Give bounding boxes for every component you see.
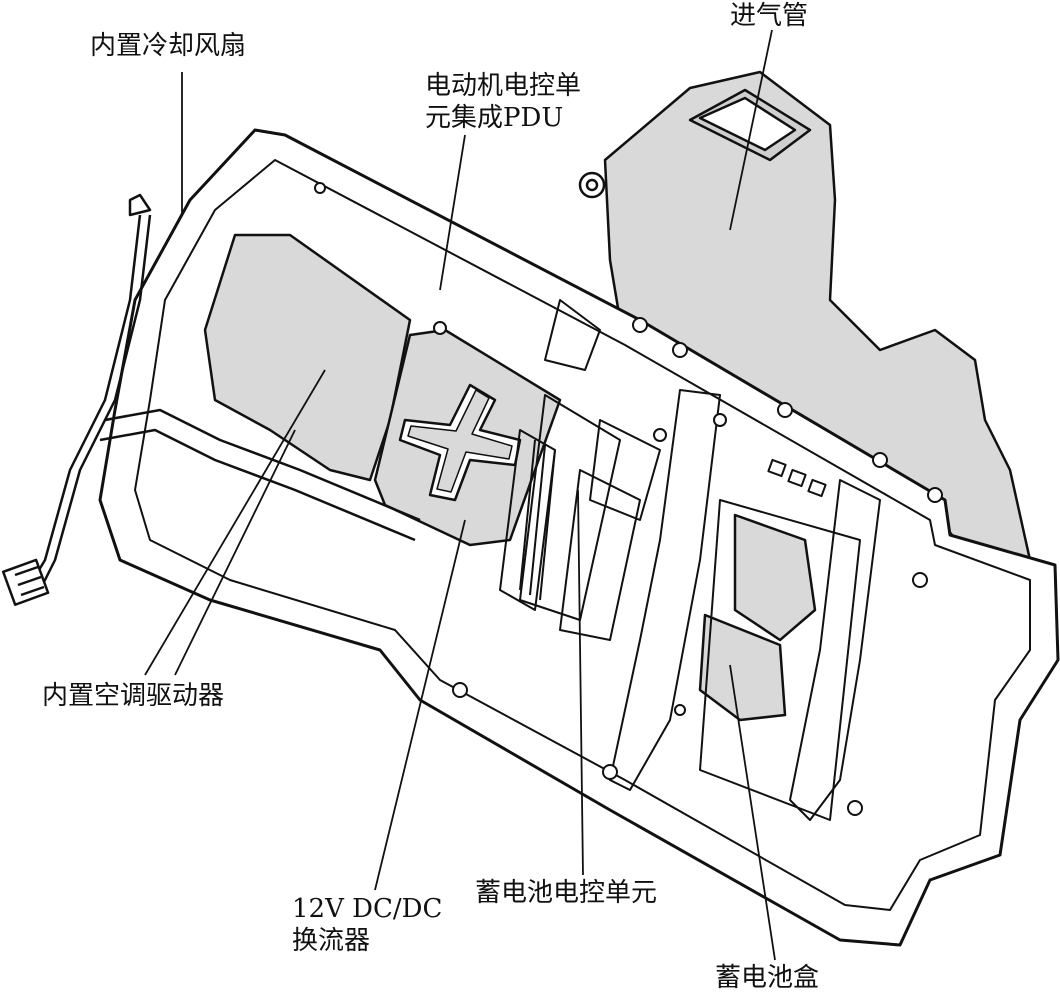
intake-leader: [729, 29, 773, 231]
mounting-holes: [314, 182, 943, 816]
battery-ecu-block: [499, 299, 661, 641]
fan-cable: [1, 193, 421, 606]
ac-driver-leader-2: [174, 429, 296, 676]
label-dcdc-line1: 12V DC/DC: [292, 894, 443, 924]
battery-box-leader: [729, 664, 776, 961]
intake-duct: [578, 70, 1032, 572]
leader-lines: [144, 29, 776, 961]
label-dcdc-line2: 换流器: [292, 926, 371, 956]
label-pdu-line2: 元集成PDU: [425, 103, 564, 133]
label-dcdc: 12V DC/DC 换流器: [292, 893, 442, 957]
ac-driver-block: [203, 233, 412, 482]
label-pdu-line1: 电动机电控单: [425, 71, 582, 101]
pdu-leader: [439, 134, 466, 291]
label-pdu: 电动机电控单 元集成PDU: [425, 70, 581, 134]
battery-frame: [609, 389, 881, 821]
dcdc-leader: [374, 519, 466, 891]
label-battery-ecu: 蓄电池电控单元: [475, 878, 658, 908]
label-ac-driver: 内置空调驱动器: [42, 681, 225, 711]
pdu-block: [373, 328, 562, 547]
ac-driver-leader-1: [144, 369, 326, 676]
label-battery-box: 蓄电池盒: [715, 963, 820, 993]
label-intake: 进气管: [730, 1, 809, 31]
battery-box: [698, 513, 817, 722]
label-fan: 内置冷却风扇: [90, 31, 247, 61]
battery-ecu-leader: [577, 489, 584, 876]
